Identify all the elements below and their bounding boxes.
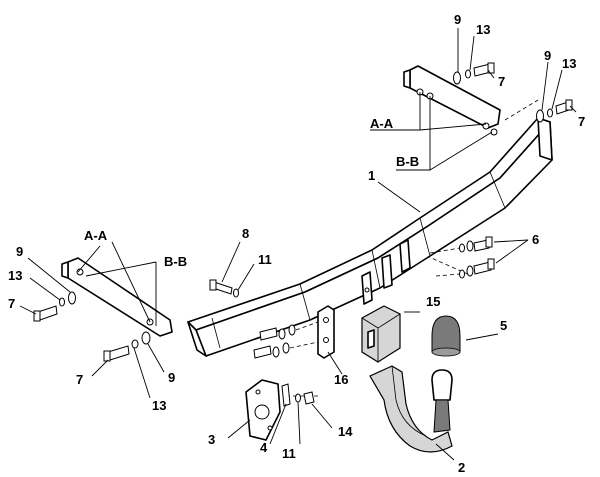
callout-2: 2 xyxy=(458,460,465,475)
socket-bracket-15 xyxy=(361,305,401,363)
bolts-6 xyxy=(429,236,495,279)
crossbar-center-brackets xyxy=(361,239,411,305)
section-bb-left: B-B xyxy=(164,254,187,269)
callout-7-bottom: 7 xyxy=(76,372,83,387)
callout-1: 1 xyxy=(368,168,375,183)
callout-11-top: 11 xyxy=(258,252,272,267)
callout-7-top-right-1: 7 xyxy=(498,74,505,89)
callout-13-top-right-2: 13 xyxy=(562,56,576,71)
callout-9-left: 9 xyxy=(16,244,23,259)
section-aa-left: A-A xyxy=(84,228,108,243)
callout-14: 14 xyxy=(338,424,353,439)
callout-13-left: 13 xyxy=(8,268,22,283)
fasteners-left xyxy=(33,291,151,362)
callout-11-bottom: 11 xyxy=(282,446,296,461)
section-bb-right: B-B xyxy=(396,154,419,169)
callout-9-top-right-1: 9 xyxy=(454,12,461,27)
callout-7-left: 7 xyxy=(8,296,15,311)
crossbar-part-1 xyxy=(187,99,553,357)
bolt-8-washer-11 xyxy=(209,279,239,298)
callout-labels: 1 2 3 4 5 6 7 7 7 7 8 9 9 9 9 11 11 13 1… xyxy=(8,12,585,475)
callout-4: 4 xyxy=(260,440,268,455)
callout-6: 6 xyxy=(532,232,539,247)
right-side-arm xyxy=(403,65,501,136)
leader-lines xyxy=(19,28,577,461)
callout-15: 15 xyxy=(426,294,440,309)
fasteners-top-right xyxy=(453,62,573,123)
callout-8: 8 xyxy=(242,226,249,241)
ball-cover-5 xyxy=(431,315,461,357)
callout-3: 3 xyxy=(208,432,215,447)
plate-16 xyxy=(253,305,335,359)
left-side-arm xyxy=(61,257,173,337)
callout-7-top-right-2: 7 xyxy=(578,114,585,129)
callout-9-bottom: 9 xyxy=(168,370,175,385)
section-aa-right: A-A xyxy=(370,116,394,131)
callout-13-bottom: 13 xyxy=(152,398,166,413)
callout-5: 5 xyxy=(500,318,507,333)
callout-16: 16 xyxy=(334,372,348,387)
callout-13-top-right-1: 13 xyxy=(476,22,490,37)
towball-neck-2 xyxy=(369,365,453,453)
small-parts-4-11-14 xyxy=(281,383,318,407)
socket-plate-3 xyxy=(245,379,281,441)
callout-9-top-right-2: 9 xyxy=(544,48,551,63)
